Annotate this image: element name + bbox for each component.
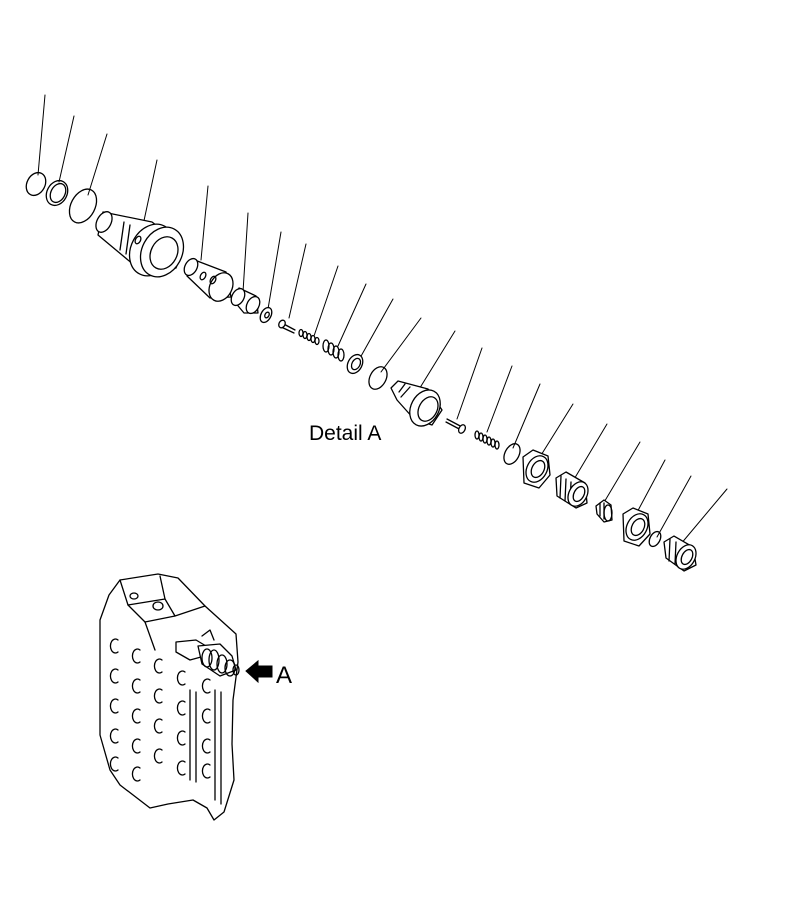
cone-poppet [595, 499, 613, 523]
o-ring-1 [25, 171, 47, 197]
sleeve-housing [95, 211, 185, 278]
leader-lines [37, 94, 728, 546]
washer-1 [259, 306, 273, 324]
needle-poppet [445, 418, 467, 434]
lock-nut-1 [522, 449, 551, 489]
piston [230, 287, 261, 315]
poppet-pin [278, 319, 296, 334]
view-arrow-icon [245, 659, 273, 684]
spool-sleeve [183, 257, 234, 302]
view-a-marker: A [245, 659, 292, 689]
spring-3 [474, 430, 500, 450]
o-ring-5 [648, 530, 662, 548]
o-ring-2 [68, 188, 98, 224]
backup-ring-1 [45, 179, 69, 207]
control-valve-block [99, 573, 240, 821]
valve-plug [390, 380, 443, 427]
spring-1 [298, 328, 320, 346]
o-ring-3 [368, 366, 388, 390]
o-ring-4 [503, 443, 521, 465]
seat-ring [346, 353, 364, 375]
adjust-screw [555, 471, 589, 509]
view-marker-label: A [276, 662, 292, 689]
detail-label: Detail A [309, 422, 381, 445]
port-holes [109, 592, 211, 782]
cap-plug [663, 535, 697, 572]
installed-valve-cartridge [175, 629, 240, 677]
spring-2 [322, 339, 345, 362]
lock-nut-2 [622, 507, 651, 547]
